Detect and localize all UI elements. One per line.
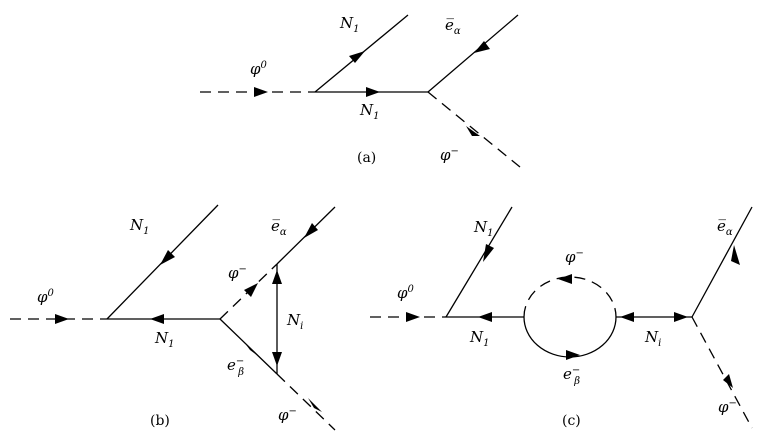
c-ni-arrow-left bbox=[620, 312, 634, 322]
b-phi-minus-out-arrow bbox=[308, 398, 322, 412]
c-caption: (c) bbox=[562, 413, 581, 429]
c-e-beta-arrow bbox=[566, 350, 580, 360]
a-label-n1-out: N1 bbox=[339, 14, 360, 35]
a-label-phi-minus: φ− bbox=[440, 146, 459, 164]
b-label-ni: Ni bbox=[286, 311, 303, 332]
c-label-ni: Ni bbox=[644, 328, 661, 349]
c-label-n1-mid: N1 bbox=[469, 328, 490, 349]
b-label-e-beta: e−β bbox=[227, 356, 244, 378]
c-label-phi-minus-out: φ− bbox=[718, 398, 737, 416]
c-phi-minus-loop-arc bbox=[523, 276, 617, 318]
a-label-phi0: φ0 bbox=[250, 60, 268, 78]
b-phi-minus-loop-arrow bbox=[244, 283, 258, 297]
a-caption: (a) bbox=[357, 150, 376, 166]
c-phi-minus-out-line bbox=[691, 316, 753, 429]
a-phi-minus-line bbox=[427, 91, 521, 168]
c-label-ebar-alpha: e̅α bbox=[717, 217, 733, 238]
b-label-n1-mid: N1 bbox=[154, 329, 175, 350]
b-label-phi-minus-loop: φ− bbox=[228, 264, 247, 282]
c-label-n1-out: N1 bbox=[473, 218, 494, 239]
a-label-ebar-alpha: e̅α bbox=[445, 16, 461, 37]
c-n1-out-arrow bbox=[483, 244, 494, 262]
b-ni-arrow-down bbox=[272, 352, 282, 366]
a-label-n1-mid: N1 bbox=[359, 101, 380, 122]
c-phi0-arrow bbox=[406, 312, 420, 322]
diagram-c: N1 φ− e̅α φ0 N1 Ni e−β φ− (c) bbox=[370, 206, 753, 429]
a-n1-mid-arrow bbox=[366, 87, 380, 97]
diagram-b: N1 e̅α φ− φ0 Ni N1 e−β φ− (b) bbox=[10, 204, 336, 431]
c-phi-minus-out-arrow bbox=[723, 374, 733, 388]
a-ebar-arrow bbox=[474, 41, 490, 53]
b-label-ebar-alpha: e̅α bbox=[271, 217, 287, 238]
b-caption: (b) bbox=[150, 413, 170, 429]
b-label-phi0: φ0 bbox=[37, 288, 55, 306]
c-label-e-beta: e−β bbox=[563, 365, 580, 387]
a-phi-minus-arrow bbox=[466, 126, 480, 136]
c-label-phi-minus-loop: φ− bbox=[565, 248, 584, 266]
a-ebar-line bbox=[427, 14, 519, 93]
a-n1-out-arrow bbox=[349, 51, 365, 63]
c-n1-mid-arrow bbox=[478, 312, 492, 322]
b-ebar-arrow bbox=[304, 223, 318, 238]
b-e-beta-arrow bbox=[244, 342, 258, 356]
a-phi0-arrow bbox=[254, 87, 268, 97]
b-n1-mid-arrow bbox=[150, 314, 164, 324]
diagram-a: φ0 N1 N1 e̅α φ− (a) bbox=[200, 14, 521, 168]
c-ebar-line bbox=[691, 206, 753, 318]
b-n1-out-arrow bbox=[160, 250, 175, 265]
b-ni-arrow-up bbox=[272, 270, 282, 284]
c-phi-minus-loop-arrow bbox=[558, 274, 572, 284]
c-label-phi0: φ0 bbox=[397, 284, 415, 302]
b-label-phi-minus-out: φ− bbox=[278, 406, 297, 424]
c-e-beta-arc bbox=[523, 316, 617, 358]
b-label-n1-out: N1 bbox=[129, 216, 150, 237]
b-phi0-arrow bbox=[55, 314, 69, 324]
b-phi-minus-out-line bbox=[276, 373, 336, 431]
c-ebar-arrow bbox=[731, 245, 740, 265]
c-n1-out-line bbox=[445, 206, 513, 318]
c-ni-arrow-right bbox=[674, 312, 688, 322]
